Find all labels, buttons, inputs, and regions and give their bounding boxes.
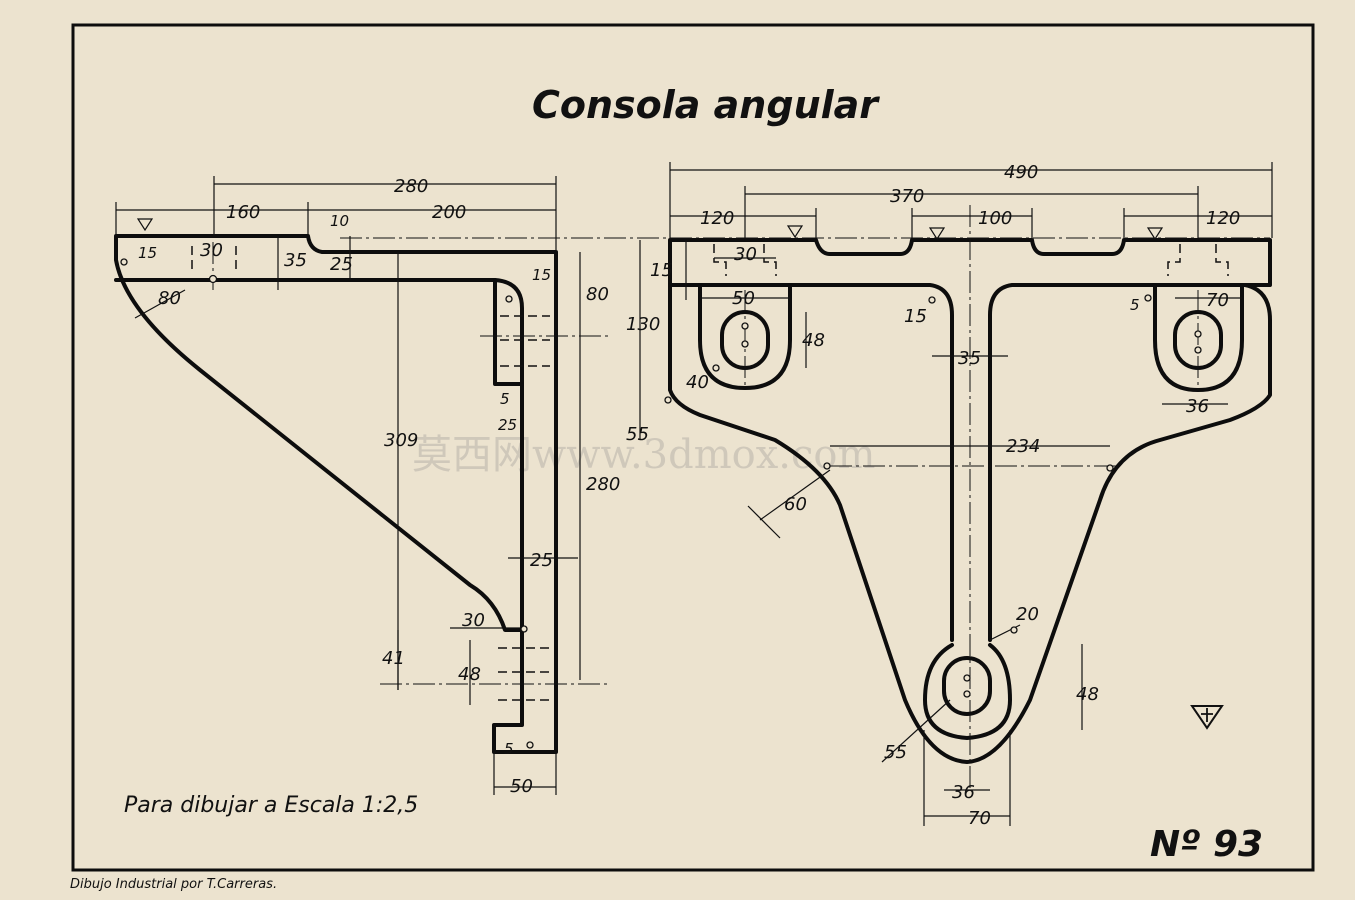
center-mark	[526, 741, 534, 749]
surface-finish-icon	[786, 225, 804, 239]
front-view-left-boss	[698, 283, 792, 390]
dim-36-right: 36	[1186, 396, 1209, 417]
side-view: 280 160 200 10 30 15 35 25 15 80 80 309 …	[114, 176, 620, 797]
dim-5-lower: 5	[504, 740, 514, 758]
dim-55: 55	[626, 424, 649, 445]
dim-120-left: 120	[700, 208, 734, 229]
dim-280-top: 280	[394, 176, 428, 197]
dim-25-lower: 25	[530, 550, 553, 571]
dim-120-right: 120	[1206, 208, 1240, 229]
dim-100: 100	[978, 208, 1012, 229]
hidden-hole-right	[1167, 244, 1229, 276]
center-mark	[963, 690, 971, 698]
side-view-flange-step	[493, 278, 524, 386]
dim-10: 10	[330, 212, 349, 230]
center-mark	[664, 396, 672, 404]
dim-40: 40	[686, 372, 709, 393]
drawing-title: Consola angular	[532, 83, 880, 127]
dim-36-bottom: 36	[952, 782, 975, 803]
author-credit: Dibujo Industrial por T.Carreras.	[70, 877, 277, 892]
center-mark	[1194, 330, 1202, 338]
leader-60	[759, 469, 831, 521]
dim-35: 35	[284, 250, 307, 271]
side-view-outline	[114, 234, 558, 754]
dim-30: 30	[734, 244, 757, 265]
front-view-top-plate	[668, 238, 1272, 764]
center-mark	[1010, 626, 1018, 634]
center-mark	[741, 340, 749, 348]
center-mark	[741, 322, 749, 330]
sheet-number: Nº 93	[1150, 824, 1263, 865]
front-view-bottom-slot	[942, 656, 992, 716]
dim-15-radius: 15	[904, 306, 927, 327]
dim-130: 130	[626, 314, 660, 335]
center-mark	[1194, 346, 1202, 354]
dim-50: 50	[732, 288, 755, 309]
center-mark	[963, 674, 971, 682]
dim-25-web: 25	[498, 416, 517, 434]
dim-41: 41	[382, 648, 405, 669]
center-mark	[120, 258, 128, 266]
center-mark	[1106, 464, 1114, 472]
center-mark	[928, 296, 936, 304]
dim-15-corner: 15	[532, 266, 551, 284]
center-mark	[208, 274, 218, 284]
sheet-frame	[71, 23, 1315, 872]
center-mark	[823, 462, 831, 470]
surface-finish-icon	[136, 218, 154, 232]
dim-60: 60	[784, 494, 807, 515]
dim-48-bottom: 48	[1076, 684, 1099, 705]
dim-5-upper: 5	[500, 390, 510, 408]
dim-20: 20	[1016, 604, 1039, 625]
dim-490: 490	[1004, 162, 1038, 183]
dim-80-radius: 80	[158, 288, 181, 309]
center-mark	[712, 364, 720, 372]
dim-30: 30	[200, 240, 223, 261]
dim-70-bottom: 70	[968, 808, 991, 829]
center-mark	[520, 625, 528, 633]
surface-finish-icon	[928, 227, 946, 241]
publisher-logo-icon	[1190, 705, 1224, 730]
front-view-bottom-boss	[923, 643, 1012, 740]
dim-309: 309	[384, 430, 418, 451]
dim-80-right: 80	[586, 284, 609, 305]
dim-25-flange: 25	[330, 254, 353, 275]
center-mark	[1144, 294, 1152, 302]
leader-80	[134, 289, 186, 319]
hidden-hole-left	[713, 244, 777, 276]
dim-48-left: 48	[802, 330, 825, 351]
front-view: 490 370 120 100 120 30 15 50 48 130 55 4…	[340, 162, 1273, 829]
leader-55	[881, 699, 951, 763]
dim-280-right: 280	[586, 474, 620, 495]
dim-55-radius: 55	[884, 742, 907, 763]
surface-finish-icon	[1146, 227, 1164, 241]
dim-50: 50	[510, 776, 533, 797]
dim-370: 370	[890, 186, 924, 207]
dim-70-right: 70	[1206, 290, 1229, 311]
dim-48: 48	[458, 664, 481, 685]
dim-234: 234	[1006, 436, 1040, 457]
dim-15-left: 15	[138, 244, 157, 262]
dim-200: 200	[432, 202, 466, 223]
front-view-web	[668, 283, 1247, 642]
center-cross	[747, 505, 781, 539]
dim-30-radius: 30	[462, 610, 485, 631]
dim-160: 160	[226, 202, 260, 223]
center-mark	[505, 295, 513, 303]
dim-15: 15	[650, 260, 673, 281]
scale-note: Para dibujar a Escala 1:2,5	[124, 793, 418, 818]
dim-5: 5	[1130, 296, 1140, 314]
dim-35: 35	[958, 348, 981, 369]
